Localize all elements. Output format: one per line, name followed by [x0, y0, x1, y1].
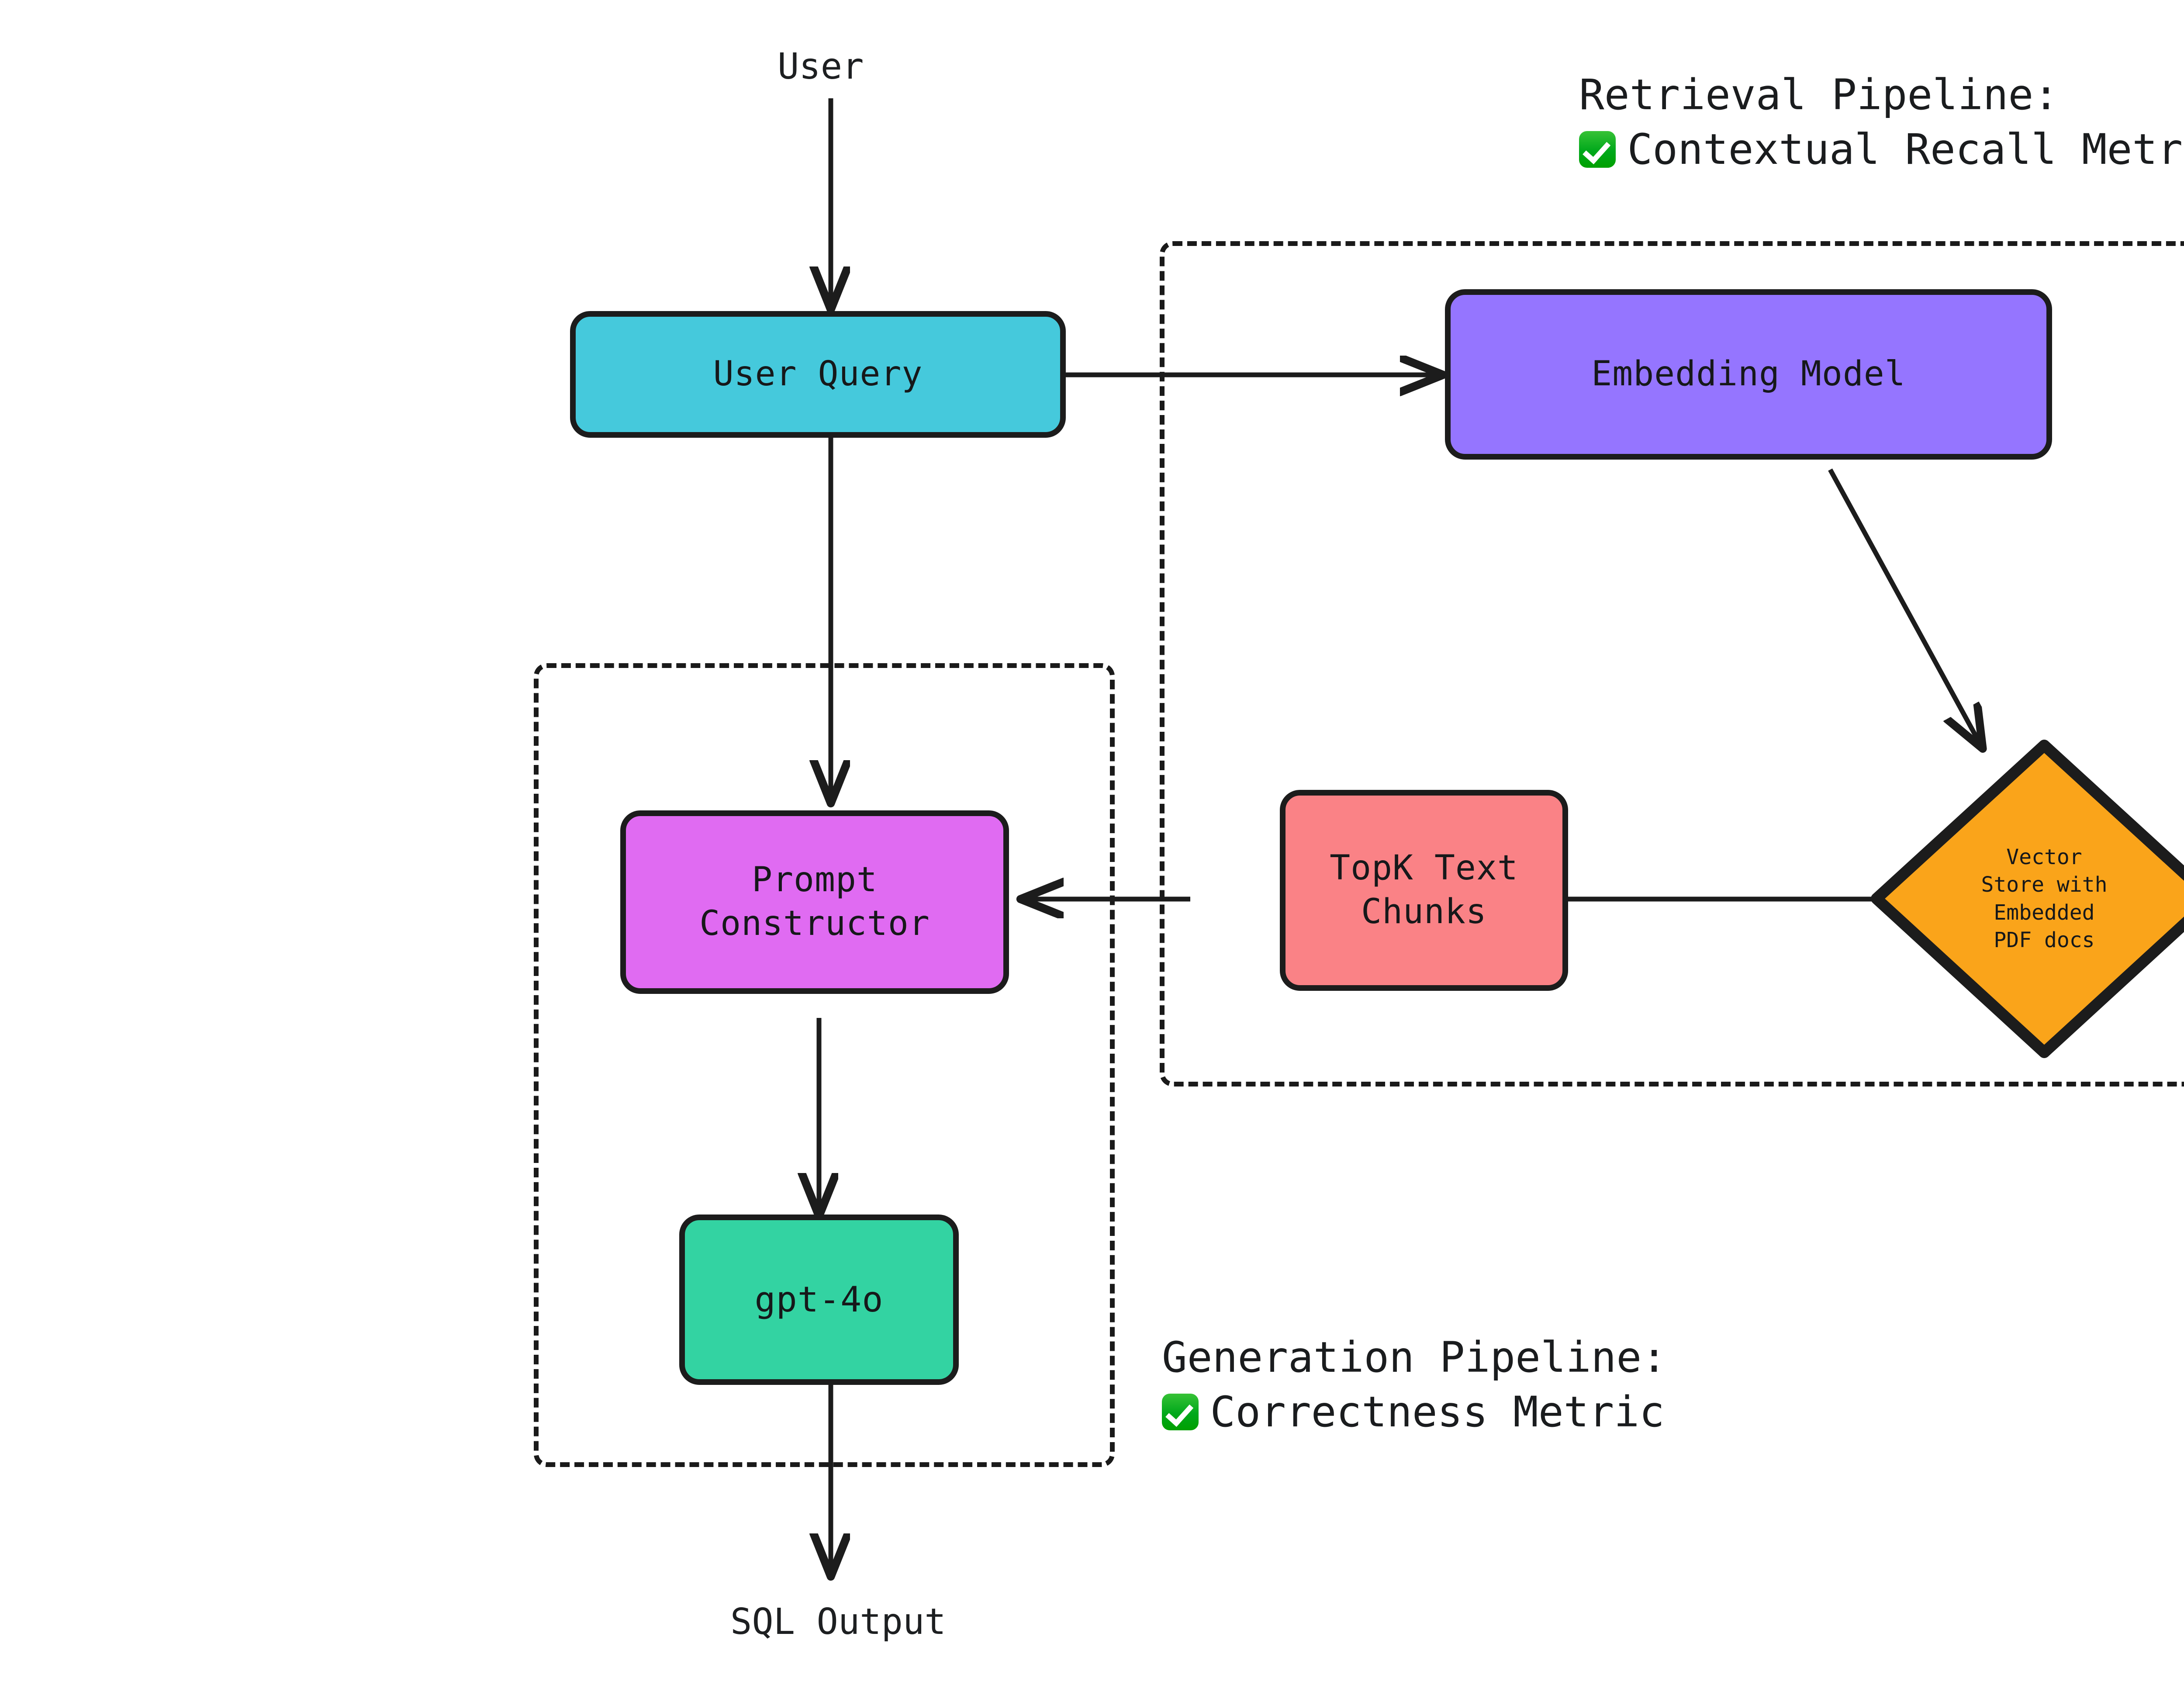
node-user-query-label: User Query [713, 354, 923, 394]
check-mark-button-icon [1162, 1393, 1199, 1431]
node-embedding-model[interactable]: Embedding Model [1445, 289, 2052, 460]
node-vector-store[interactable]: Vector Store with Embedded PDF docs [1870, 738, 2184, 1059]
retrieval-pipeline-group [1160, 241, 2184, 1087]
node-embedding-model-label: Embedding Model [1591, 354, 1906, 394]
node-user-query[interactable]: User Query [570, 311, 1066, 438]
user-label: User [778, 46, 864, 87]
retrieval-pipeline-caption: Retrieval Pipeline: Contextual Recall Me… [1579, 68, 2184, 177]
generation-pipeline-caption: Generation Pipeline: Correctness Metric [1162, 1330, 1667, 1439]
retrieval-pipeline-metric: Contextual Recall Metric [1627, 125, 2184, 174]
generation-pipeline-group [534, 663, 1115, 1467]
node-topk-text-chunks-label: TopK Text Chunks [1330, 848, 1518, 931]
check-mark-button-icon [1579, 131, 1616, 168]
generation-pipeline-metric: Correctness Metric [1210, 1387, 1665, 1436]
retrieval-pipeline-title: Retrieval Pipeline: [1579, 70, 2059, 119]
node-prompt-constructor[interactable]: Prompt Constructor [620, 810, 1009, 994]
sql-output-label: SQL Output [730, 1601, 946, 1643]
node-gpt-4o[interactable]: gpt-4o [679, 1215, 959, 1385]
node-gpt-4o-label: gpt-4o [754, 1279, 884, 1320]
generation-pipeline-title: Generation Pipeline: [1162, 1333, 1667, 1382]
node-topk-text-chunks[interactable]: TopK Text Chunks [1280, 790, 1568, 991]
diamond-shape [1871, 740, 2184, 1058]
node-prompt-constructor-label: Prompt Constructor [699, 860, 930, 943]
